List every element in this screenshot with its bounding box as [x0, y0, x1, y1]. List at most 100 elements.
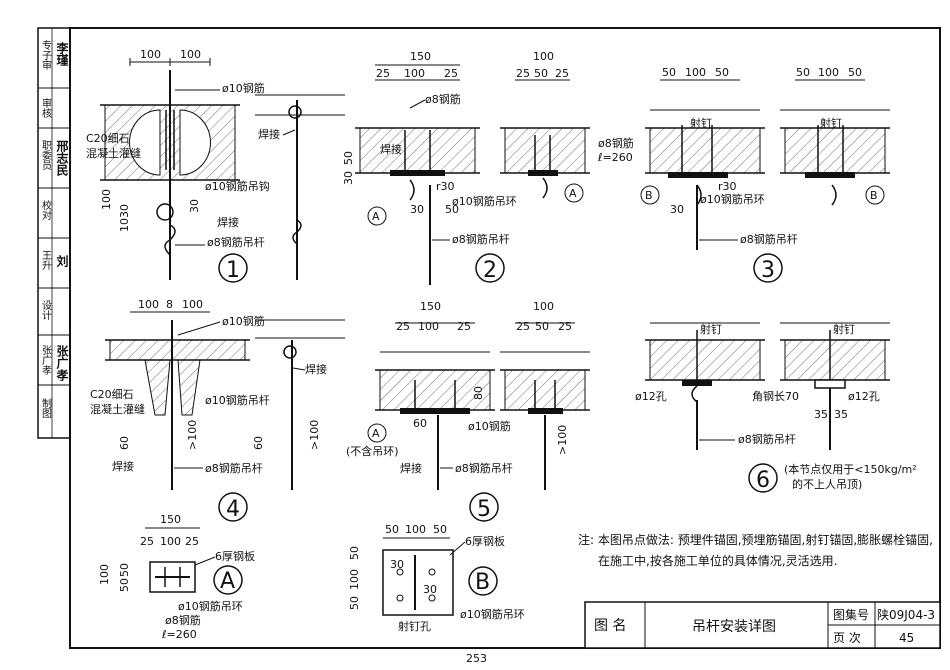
svg-text:150: 150	[420, 300, 441, 313]
detail-3: 50 100 50 射钉 r30 ø10钢筋吊环 ø8钢筋吊杆 30 B 50 …	[640, 66, 890, 283]
svg-text:100: 100	[818, 66, 839, 79]
sidebar-label-5: 设计	[40, 300, 52, 321]
sidebar-sign-0: 李瑾	[55, 41, 69, 67]
svg-text:35: 35	[814, 408, 828, 421]
detail-1: 100 100 ø10钢筋 C20细石 混凝土灌缝 焊接 ø10钢筋吊钩 ø8钢…	[86, 48, 345, 283]
svg-text:射钉: 射钉	[700, 322, 722, 336]
svg-text:射钉孔: 射钉孔	[398, 619, 431, 633]
detail-4-number: 4	[226, 497, 240, 522]
drawing-title: 吊杆安装详图	[692, 619, 776, 635]
svg-text:ø8钢筋吊杆: ø8钢筋吊杆	[205, 461, 263, 475]
svg-text:100: 100	[404, 67, 425, 80]
svg-text:ø12孔: ø12孔	[848, 390, 880, 403]
detail-6-note-1: (本节点仅用于<150kg/m²	[784, 462, 917, 476]
svg-text:25: 25	[376, 67, 390, 80]
svg-text:ø10钢筋吊环: ø10钢筋吊环	[452, 194, 517, 208]
svg-text:A: A	[569, 187, 577, 200]
svg-text:ℓ=260: ℓ=260	[161, 628, 197, 641]
detail-1-number: 1	[226, 258, 240, 283]
svg-text:>100: >100	[556, 425, 569, 455]
svg-text:30: 30	[423, 583, 437, 596]
svg-text:焊接: 焊接	[380, 142, 402, 156]
sidebar-label-0: 专子审	[40, 39, 52, 71]
svg-text:ℓ=260: ℓ=260	[597, 151, 633, 164]
svg-text:ø10钢筋: ø10钢筋	[468, 419, 511, 433]
svg-text:100: 100	[98, 564, 111, 585]
svg-text:ø8钢筋: ø8钢筋	[598, 136, 634, 150]
svg-text:50: 50	[662, 66, 676, 79]
svg-text:ø10钢筋吊杆: ø10钢筋吊杆	[205, 393, 270, 407]
detail-1-number-circle	[218, 253, 248, 283]
svg-text:ø10钢筋吊环: ø10钢筋吊环	[178, 599, 243, 613]
svg-text:50: 50	[342, 151, 355, 165]
detail-4: 100 8 100 ø10钢筋 C20细石 混凝土灌缝 ø10钢筋吊杆 焊接 ø…	[90, 298, 345, 522]
svg-text:混凝土灌缝: 混凝土灌缝	[90, 402, 145, 416]
svg-text:ø8钢筋吊杆: ø8钢筋吊杆	[455, 461, 513, 475]
svg-text:焊接: 焊接	[112, 459, 134, 473]
svg-text:60: 60	[413, 417, 427, 430]
svg-text:射钉: 射钉	[833, 322, 855, 336]
svg-text:焊接: 焊接	[258, 127, 280, 141]
svg-text:混凝土灌缝: 混凝土灌缝	[86, 146, 141, 160]
svg-text:100: 100	[100, 189, 113, 210]
svg-text:C20细石: C20细石	[86, 132, 130, 145]
svg-text:50: 50	[445, 203, 459, 216]
svg-text:A: A	[372, 210, 380, 223]
sidebar-label-2: 职委员	[40, 140, 52, 171]
svg-text:50: 50	[848, 66, 862, 79]
svg-text:25: 25	[444, 67, 458, 80]
sidebar-sign-6: 张广孝	[55, 344, 69, 382]
svg-text:>100: >100	[186, 420, 199, 450]
detail-b: 50 100 50 50 100 50 6厚钢板 30 30 ø10钢筋吊环 射…	[348, 523, 525, 633]
svg-text:射钉: 射钉	[690, 116, 712, 130]
svg-text:50: 50	[796, 66, 810, 79]
svg-text:25: 25	[555, 67, 569, 80]
svg-text:30: 30	[342, 171, 355, 185]
svg-text:30: 30	[390, 558, 404, 571]
svg-text:6厚钢板: 6厚钢板	[215, 549, 255, 563]
detail-a: 150 25 100 25 100 50 50 6厚钢板 ø10钢筋吊环 ø8钢…	[98, 513, 255, 641]
detail-b-letter-circle	[468, 566, 498, 596]
svg-text:ø8钢筋: ø8钢筋	[425, 92, 461, 106]
svg-text:60: 60	[118, 436, 131, 450]
svg-text:30: 30	[188, 199, 201, 213]
svg-text:100: 100	[138, 298, 159, 311]
svg-text:150: 150	[160, 513, 181, 526]
svg-text:8: 8	[166, 298, 173, 311]
svg-text:角钢长70: 角钢长70	[752, 390, 799, 403]
svg-text:ø8钢筋吊杆: ø8钢筋吊杆	[740, 232, 798, 246]
page-value: 45	[899, 631, 914, 645]
svg-text:ø8钢筋: ø8钢筋	[165, 613, 201, 627]
atlas-number-label: 图集号	[833, 607, 869, 622]
svg-text:B: B	[870, 189, 878, 202]
svg-text:50: 50	[535, 320, 549, 333]
svg-text:50: 50	[348, 546, 361, 560]
svg-text:60: 60	[252, 436, 265, 450]
svg-text:ø10钢筋吊钩: ø10钢筋吊钩	[205, 179, 270, 193]
svg-text:150: 150	[410, 50, 431, 63]
svg-text:50: 50	[118, 563, 131, 577]
svg-text:100: 100	[685, 66, 706, 79]
detail-a-letter: A	[220, 569, 235, 594]
svg-text:焊接: 焊接	[400, 461, 422, 475]
detail-5: 150 25 100 25 60 80 ø10钢筋 (不含吊环) 焊接 ø8钢筋…	[346, 300, 590, 522]
svg-text:50: 50	[534, 67, 548, 80]
detail-a-letter-circle	[213, 565, 243, 595]
svg-text:30: 30	[118, 204, 131, 218]
detail-6-number-circle	[748, 463, 778, 493]
detail-6: 射钉 ø12孔 ø8钢筋吊杆 射钉 角钢长70 ø12孔 35 35 6 (本节…	[635, 322, 917, 493]
svg-text:焊接: 焊接	[217, 215, 239, 229]
svg-text:35: 35	[834, 408, 848, 421]
sidebar-sign-4: 刘	[55, 254, 69, 268]
detail-6-number: 6	[756, 468, 770, 493]
svg-text:ø10钢筋: ø10钢筋	[222, 314, 265, 328]
svg-text:6厚钢板: 6厚钢板	[465, 534, 505, 548]
svg-text:25: 25	[396, 320, 410, 333]
svg-text:ø10钢筋吊环: ø10钢筋吊环	[460, 607, 525, 621]
svg-text:>100: >100	[308, 420, 321, 450]
sidebar-sign-2: 邢志民	[55, 140, 69, 177]
svg-text:ø8钢筋吊杆: ø8钢筋吊杆	[452, 232, 510, 246]
svg-text:25: 25	[516, 320, 530, 333]
detail-4-number-circle	[218, 492, 248, 522]
